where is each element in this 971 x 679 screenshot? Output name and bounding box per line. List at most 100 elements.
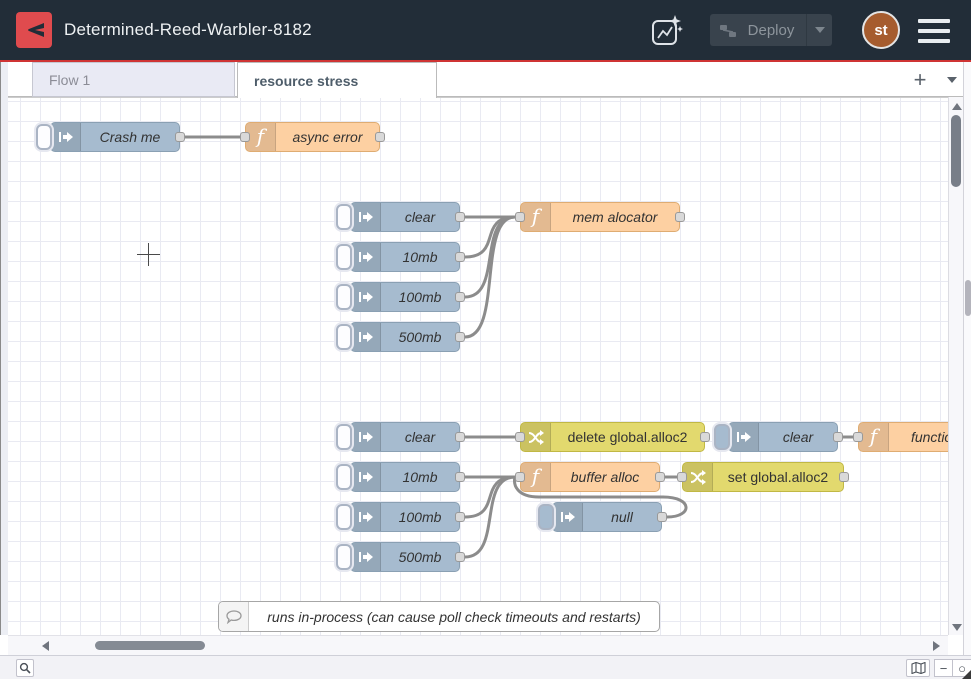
output-port[interactable]: [700, 432, 710, 442]
change-shuffle-icon: [683, 463, 713, 491]
inject-button[interactable]: [336, 324, 352, 350]
output-port[interactable]: [839, 472, 849, 482]
page-scrollbar[interactable]: [963, 62, 971, 679]
vertical-scroll-thumb[interactable]: [951, 115, 961, 187]
node-buffer-alloc[interactable]: fbuffer alloc: [520, 462, 660, 492]
change-shuffle-icon: [521, 423, 551, 451]
function-icon: f: [246, 123, 276, 151]
node-mb500-a[interactable]: 500mb: [350, 322, 460, 352]
left-edge-strip: [0, 62, 8, 635]
node-mb100-b[interactable]: 100mb: [350, 502, 460, 532]
input-port[interactable]: [515, 472, 525, 482]
node-mb100-a[interactable]: 100mb: [350, 282, 460, 312]
inject-button[interactable]: [336, 544, 352, 570]
input-port[interactable]: [677, 472, 687, 482]
deploy-options-caret[interactable]: [806, 14, 832, 46]
output-port[interactable]: [175, 132, 185, 142]
inject-button[interactable]: [336, 424, 352, 450]
output-port[interactable]: [455, 432, 465, 442]
node-mb10-b[interactable]: 10mb: [350, 462, 460, 492]
vertical-scrollbar[interactable]: [948, 97, 963, 635]
page-scroll-thumb[interactable]: [965, 280, 971, 316]
node-clear-b[interactable]: clear: [350, 422, 460, 452]
header-bar: Determined-Reed-Warbler-8182 Deploy st: [0, 0, 971, 62]
inject-button[interactable]: [336, 284, 352, 310]
scroll-up-icon[interactable]: [952, 103, 962, 110]
inject-arrow-icon: [51, 123, 81, 151]
minimap-button[interactable]: [906, 659, 930, 677]
resize-grip[interactable]: [962, 670, 971, 679]
function-icon: f: [859, 423, 889, 451]
user-avatar[interactable]: st: [862, 11, 900, 49]
input-port[interactable]: [515, 212, 525, 222]
inject-button[interactable]: [336, 504, 352, 530]
inject-button[interactable]: [538, 504, 554, 530]
scroll-down-icon[interactable]: [952, 624, 962, 631]
node-mb500-b[interactable]: 500mb: [350, 542, 460, 572]
node-clear-a[interactable]: clear: [350, 202, 460, 232]
node-label: 100mb: [381, 283, 459, 311]
inject-button[interactable]: [336, 464, 352, 490]
tab-label: Flow 1: [49, 72, 90, 88]
horizontal-scrollbar[interactable]: [8, 635, 948, 655]
inject-arrow-icon: [351, 243, 381, 271]
inject-arrow-icon: [351, 503, 381, 531]
node-async-error[interactable]: fasync error: [245, 122, 380, 152]
inject-button[interactable]: [336, 244, 352, 270]
node-label: clear: [759, 423, 837, 451]
node-mb10-a[interactable]: 10mb: [350, 242, 460, 272]
node-label: async error: [276, 123, 379, 151]
output-port[interactable]: [455, 552, 465, 562]
node-set-global-alloc2[interactable]: set global.alloc2: [682, 462, 844, 492]
output-port[interactable]: [675, 212, 685, 222]
output-port[interactable]: [455, 332, 465, 342]
search-icon: [19, 662, 31, 674]
node-crash-me[interactable]: Crash me: [50, 122, 180, 152]
inject-button[interactable]: [36, 124, 52, 150]
node-label: set global.alloc2: [713, 463, 843, 491]
inject-arrow-icon: [553, 503, 583, 531]
output-port[interactable]: [375, 132, 385, 142]
node-delete-global-alloc2[interactable]: delete global.alloc2: [520, 422, 705, 452]
node-mem-alocator[interactable]: fmem alocator: [520, 202, 680, 232]
output-port[interactable]: [657, 512, 667, 522]
search-button[interactable]: [16, 659, 34, 677]
scroll-left-icon[interactable]: [42, 641, 49, 651]
tab-flow-1[interactable]: Flow 1: [32, 62, 235, 97]
deploy-button[interactable]: Deploy: [710, 14, 832, 46]
node-label: 10mb: [381, 243, 459, 271]
input-port[interactable]: [240, 132, 250, 142]
inject-button[interactable]: [336, 204, 352, 230]
input-port[interactable]: [515, 432, 525, 442]
flow-canvas[interactable]: Crash mefasync errorclear10mb100mb500mbf…: [8, 97, 948, 635]
input-port[interactable]: [853, 432, 863, 442]
output-port[interactable]: [455, 212, 465, 222]
node-comment-node[interactable]: runs in-process (can cause poll check ti…: [218, 601, 660, 632]
inject-arrow-icon: [351, 463, 381, 491]
inject-arrow-icon: [351, 283, 381, 311]
tab-resource-stress[interactable]: resource stress: [237, 62, 437, 98]
output-port[interactable]: [455, 472, 465, 482]
node-function-node[interactable]: ffunction: [858, 422, 948, 452]
output-port[interactable]: [655, 472, 665, 482]
main-menu-icon[interactable]: [918, 19, 950, 43]
node-clear-c[interactable]: clear: [728, 422, 838, 452]
output-port[interactable]: [833, 432, 843, 442]
zoom-out-button[interactable]: −: [934, 659, 953, 677]
ai-assistant-icon[interactable]: [648, 13, 684, 49]
node-null-inject[interactable]: null: [552, 502, 662, 532]
flow-list-caret-icon[interactable]: [940, 66, 964, 94]
output-port[interactable]: [455, 252, 465, 262]
output-port[interactable]: [455, 292, 465, 302]
output-port[interactable]: [455, 512, 465, 522]
add-flow-button[interactable]: +: [906, 66, 934, 94]
scroll-right-icon[interactable]: [933, 641, 940, 651]
deploy-button-label: Deploy: [736, 22, 806, 39]
node-label: mem alocator: [551, 203, 679, 231]
horizontal-scroll-thumb[interactable]: [95, 641, 205, 650]
node-label: buffer alloc: [551, 463, 659, 491]
logo-glyph: [21, 17, 47, 43]
node-red-logo-icon[interactable]: [16, 12, 52, 48]
deploy-flow-icon: [720, 23, 736, 38]
inject-button[interactable]: [714, 424, 730, 450]
